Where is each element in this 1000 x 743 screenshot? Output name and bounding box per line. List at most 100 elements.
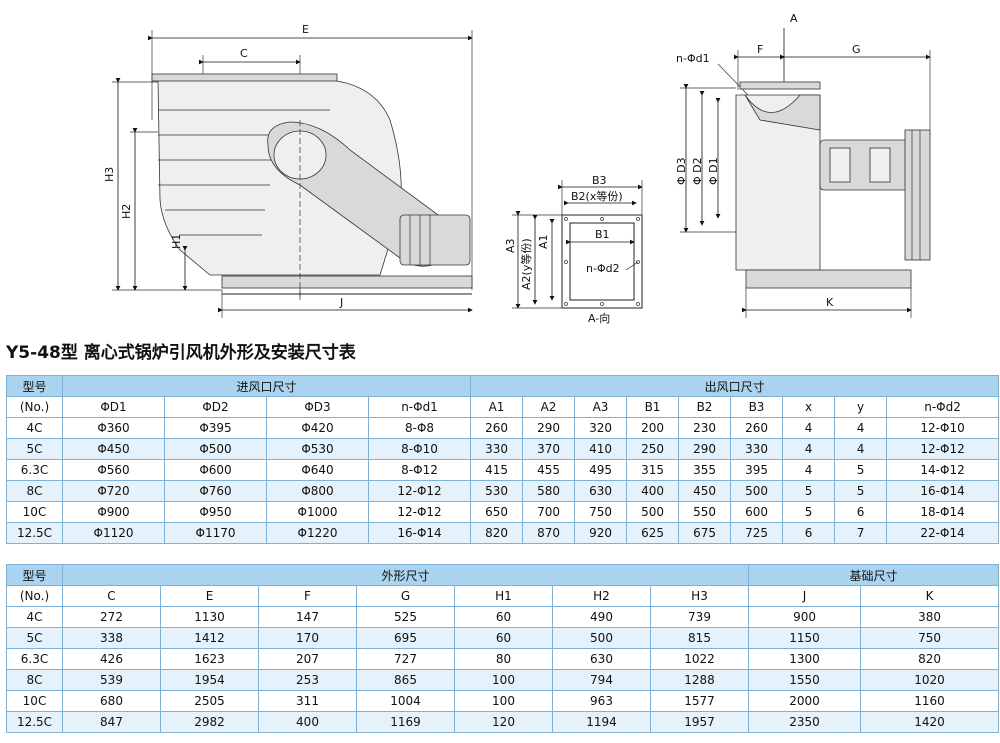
label-a-direction: A-向 (588, 311, 610, 325)
table-cell: 6 (782, 522, 836, 544)
table-cell: 400 (626, 480, 680, 502)
model-cell: 6.3C (6, 459, 63, 481)
table-cell: 750 (860, 627, 1000, 649)
column-header: F (258, 585, 357, 607)
table-cell: 12-Φ12 (367, 480, 472, 502)
model-cell: 8C (6, 669, 63, 691)
table-cell: 750 (574, 501, 628, 523)
table-cell: 820 (470, 522, 524, 544)
table-cell: Φ1120 (62, 522, 165, 544)
column-header: B3 (730, 396, 784, 418)
table-cell: 16-Φ14 (367, 522, 472, 544)
table-cell: 1150 (748, 627, 862, 649)
table-cell: 739 (649, 606, 750, 628)
table-cell: 100 (454, 669, 553, 691)
table-cell: 410 (574, 438, 628, 460)
table-cell: 14-Φ12 (886, 459, 1000, 481)
table-cell: 450 (678, 480, 732, 502)
table-cell: 1300 (748, 648, 862, 670)
table-cell: 207 (258, 648, 357, 670)
side-view: E C H3 H2 H1 (103, 23, 473, 318)
table-cell: 5 (782, 501, 836, 523)
model-cell: 4C (6, 417, 63, 439)
model-header: 型号 (6, 564, 63, 586)
table-cell: 1130 (160, 606, 259, 628)
column-header: ΦD2 (164, 396, 267, 418)
table-cell: 290 (522, 417, 576, 439)
table-cell: Φ560 (62, 459, 165, 481)
table-cell: 16-Φ14 (886, 480, 1000, 502)
model-cell: 4C (6, 606, 63, 628)
table-cell: 815 (649, 627, 750, 649)
table-cell: 415 (470, 459, 524, 481)
table-cell: 865 (356, 669, 455, 691)
dim-label-D3: Φ D3 (675, 157, 688, 185)
dim-label-E: E (302, 23, 309, 36)
table-cell: 22-Φ14 (886, 522, 1000, 544)
table-cell: 1420 (860, 711, 1000, 733)
table-cell: 500 (730, 480, 784, 502)
table-cell: 12-Φ12 (886, 438, 1000, 460)
table-cell: 539 (62, 669, 161, 691)
table-cell: Φ900 (62, 501, 165, 523)
front-view: A n-Φd1 F G Φ D3 Φ D2 Φ D1 (675, 12, 931, 318)
table-cell: 490 (552, 606, 651, 628)
table-cell: 1577 (649, 690, 750, 712)
table-cell: 630 (574, 480, 628, 502)
table-cell: 525 (356, 606, 455, 628)
table-cell: 315 (626, 459, 680, 481)
table-cell: 395 (730, 459, 784, 481)
dim-label-B1: B1 (595, 228, 610, 241)
table-cell: 330 (730, 438, 784, 460)
table-cell: 550 (678, 501, 732, 523)
table-cell: 900 (748, 606, 862, 628)
model-cell: 12.5C (6, 711, 63, 733)
table-cell: 500 (552, 627, 651, 649)
table-cell: 820 (860, 648, 1000, 670)
table-cell: 426 (62, 648, 161, 670)
table-cell: 725 (730, 522, 784, 544)
table-cell: 495 (574, 459, 628, 481)
group-header-outlet: 出风口尺寸 (470, 375, 1000, 397)
table-cell: Φ395 (164, 417, 267, 439)
group-header-foundation: 基础尺寸 (748, 564, 1000, 586)
table-cell: Φ450 (62, 438, 165, 460)
column-header: B2 (678, 396, 732, 418)
table-cell: 920 (574, 522, 628, 544)
table-cell: Φ640 (266, 459, 369, 481)
table-cell: 260 (730, 417, 784, 439)
table-cell: 380 (860, 606, 1000, 628)
label-n-d2: n-Φd2 (586, 262, 620, 275)
dim-label-B2: B2(x等份) (571, 189, 623, 203)
table-cell: 700 (522, 501, 576, 523)
dim-label-F: F (757, 43, 763, 56)
table-cell: 1020 (860, 669, 1000, 691)
dim-label-A3: A3 (504, 238, 517, 253)
table-cell: 1169 (356, 711, 455, 733)
table-cell: 1550 (748, 669, 862, 691)
model-cell: 10C (6, 501, 63, 523)
dim-label-B3: B3 (592, 174, 607, 187)
table-cell: 600 (730, 501, 784, 523)
table-cell: 8-Φ8 (367, 417, 472, 439)
table-cell: 4 (834, 438, 888, 460)
table-cell: 4 (834, 417, 888, 439)
table-cell: Φ1000 (266, 501, 369, 523)
engineering-drawing: E C H3 H2 H1 (103, 12, 931, 325)
table-cell: 1957 (649, 711, 750, 733)
table-cell: 8-Φ10 (367, 438, 472, 460)
column-header: C (62, 585, 161, 607)
model-header: 型号 (6, 375, 63, 397)
table-cell: Φ600 (164, 459, 267, 481)
table-cell: 330 (470, 438, 524, 460)
model-cell: 12.5C (6, 522, 63, 544)
table-cell: 80 (454, 648, 553, 670)
table-cell: 1004 (356, 690, 455, 712)
model-cell: 5C (6, 627, 63, 649)
table-cell: Φ720 (62, 480, 165, 502)
